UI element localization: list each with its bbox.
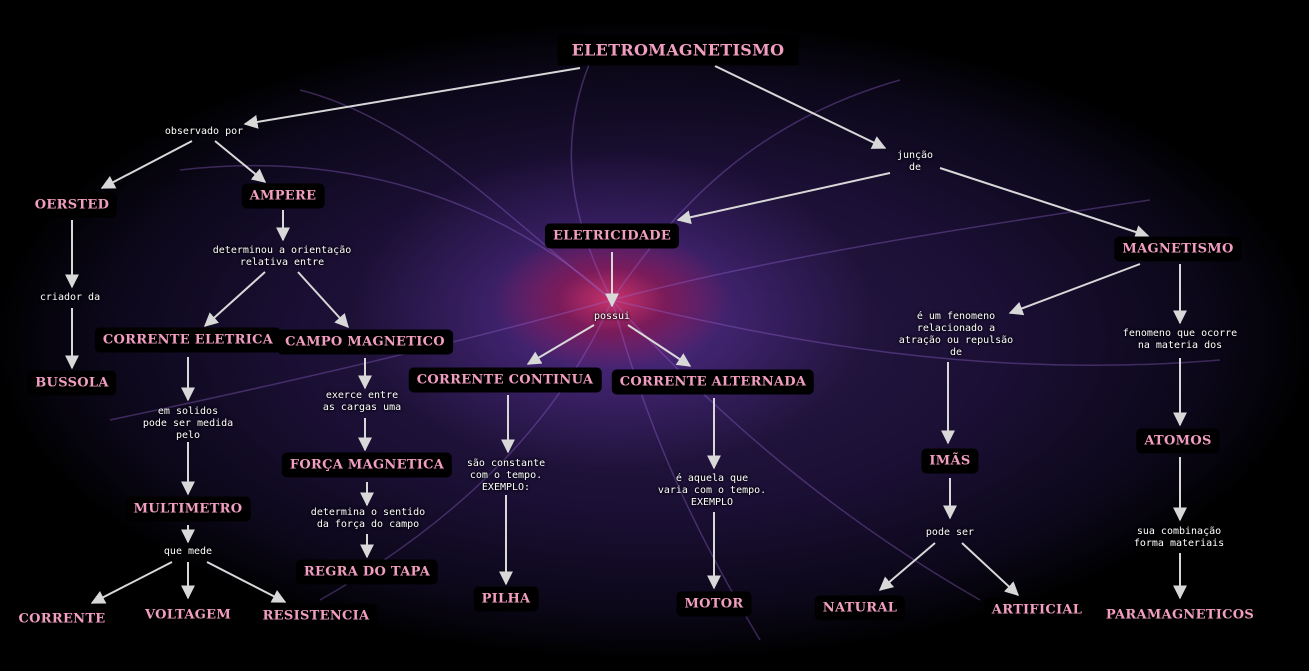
node-ampere: AMPERE [241,183,325,209]
arrow-juncao-eletricidade [676,172,891,225]
node-corrente-continua: CORRENTE CONTINUA [408,367,602,393]
node-corrente-eletrica: CORRENTE ELETRICA [94,327,282,353]
link-criador-da: criador da [39,292,101,303]
node-corrente: CORRENTE [18,611,106,627]
arrow-determinou-corrente-eletrica [203,271,266,327]
node-pilha: PILHA [473,586,539,612]
arrow-determinou-campo [297,271,349,329]
link-determina-sentido: determina o sentido da força do campo [310,507,426,530]
arrow-magnetismo-fenomeno [1008,263,1141,316]
node-paramagneticos: PARAMAGNETICOS [1105,607,1255,623]
arrow-possui-alternada [627,324,692,367]
node-voltagem: VOLTAGEM [144,607,232,623]
arrow-podeser-artificial [961,542,1020,596]
arrow-quemede-resistencia [206,561,287,603]
link-determinou: determinou a orientação relativa entre [212,245,352,268]
node-bussola: BUSSOLA [27,370,117,396]
node-eletricidade: ELETRICIDADE [544,223,680,249]
node-eletromagnetismo: ELETROMAGNETISMO [557,34,799,66]
arrow-observado-oersted [100,140,193,189]
node-magnetismo: MAGNETISMO [1114,236,1242,262]
node-multimetro: MULTIMETRO [125,496,251,522]
node-artificial: ARTIFICIAL [983,597,1091,623]
node-imas: IMÃS [921,448,979,474]
link-fenomeno-que-ocorre: fenomeno que ocorre na materia dos [1122,328,1238,351]
node-resistencia: RESISTENCIA [254,603,378,629]
node-natural: NATURAL [814,595,906,621]
link-juncao-de: junção de [896,150,934,173]
node-motor: MOTOR [676,591,752,617]
arrow-observado-ampere [214,140,267,183]
link-em-solidos: em solidos pode ser medida pelo [142,406,234,441]
node-atomos: ATOMOS [1136,428,1220,454]
node-forca-magnetica: FORÇA MAGNETICA [281,452,453,478]
arrow-title-observado [243,67,581,129]
arrow-podeser-natural [878,542,936,591]
node-regra-do-tapa: REGRA DO TAPA [295,559,439,585]
link-sao-constante: são constante com o tempo. EXEMPLO: [466,458,546,493]
link-e-aquela: é aquela que varia com o tempo. EXEMPLO [657,473,767,508]
link-que-mede: que mede [163,546,213,557]
link-sua-combinacao: sua combinação forma materiais [1133,526,1225,549]
link-pode-ser: pode ser [925,527,975,538]
node-campo-magnetico: CAMPO MAGNETICO [277,329,453,355]
arrow-juncao-magnetismo [939,167,1150,239]
link-possui: possui [593,311,631,322]
link-observado-por: observado por [164,126,244,137]
arrow-title-juncao [714,65,887,149]
arrow-possui-continua [526,324,595,365]
node-oersted: OERSTED [26,192,118,218]
link-e-um-fenomeno: é um fenomeno relacionado a atração ou r… [898,311,1014,358]
arrow-quemede-corrente [90,561,173,604]
node-corrente-alternada: CORRENTE ALTERNADA [611,369,815,395]
link-exerce-entre: exerce entre as cargas uma [322,390,402,413]
